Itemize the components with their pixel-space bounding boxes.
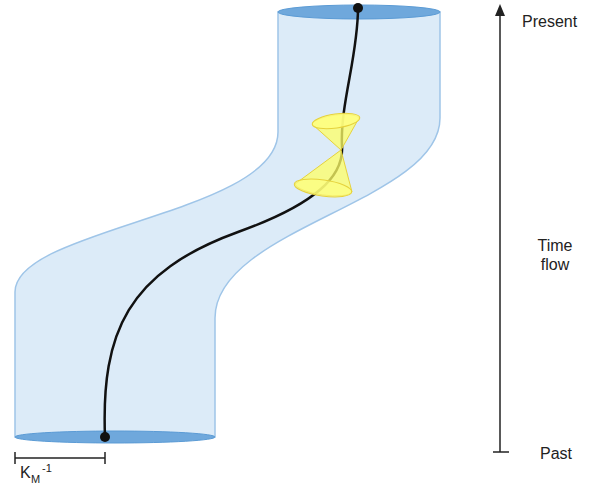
superscript: -1 <box>42 462 52 475</box>
past-cone-rim <box>293 176 353 200</box>
future-cone-rim <box>311 111 360 132</box>
worldline <box>105 8 358 437</box>
bracket-tick <box>14 452 16 464</box>
subscript: M <box>31 473 40 486</box>
past-event <box>100 432 110 442</box>
worldtube <box>15 12 440 437</box>
width-bracket <box>15 457 105 459</box>
time-axis <box>499 14 501 452</box>
time-arrowhead <box>495 4 505 16</box>
light-cone <box>293 111 361 200</box>
bottom-slice <box>15 431 215 443</box>
axis-tick <box>493 451 509 453</box>
axis-title: Time flow <box>532 236 578 274</box>
time-label: Present <box>522 12 577 31</box>
present-event <box>353 3 363 13</box>
bracket-tick <box>104 452 106 464</box>
dimension-symbol: K <box>20 463 31 482</box>
time-label: Past <box>540 444 572 463</box>
